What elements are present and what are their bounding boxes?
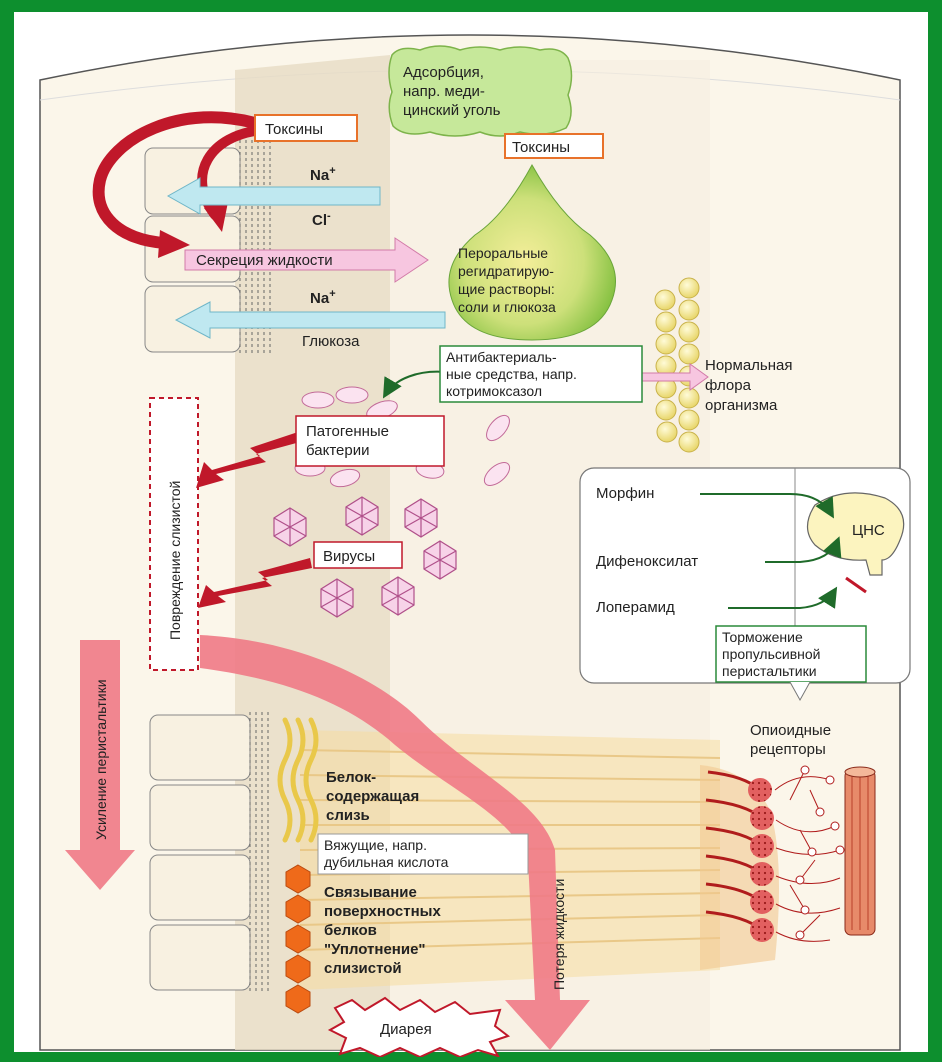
pathogenic-box	[295, 415, 445, 467]
cns-label: ЦНС	[852, 522, 885, 539]
ors-drop	[448, 163, 616, 341]
binding-line-4: "Уплотнение"	[324, 941, 426, 958]
viruses-label: Вирусы	[323, 548, 375, 565]
toxins-right-box	[504, 133, 604, 159]
loperamide-label: Лоперамид	[596, 599, 675, 616]
na-glucose-arrow	[174, 301, 446, 339]
peristalsis-increase-arrow	[65, 640, 135, 890]
adsorption-line-2: напр. меди-	[403, 83, 485, 100]
to-flora-arrow	[639, 363, 709, 391]
antibacterial-line-2: ные средства, напр.	[446, 366, 577, 382]
cl-label: Cl-	[312, 210, 331, 229]
na-top-label: Na+	[310, 165, 336, 184]
antibacterial-line-3: котримоксазол	[446, 383, 542, 399]
protein-mucus-line-3: слизь	[326, 807, 370, 824]
peristalsis-increase-label: Усиление перистальтики	[93, 679, 109, 840]
binding-line-1: Связывание	[324, 884, 417, 901]
viruses	[273, 496, 457, 618]
mucosa-damage-box	[149, 397, 199, 671]
protein-mucus-line-2: содержащая	[326, 788, 419, 805]
glucose-label: Глюкоза	[302, 333, 360, 350]
protein-mucus-line-1: Белок-	[326, 769, 376, 786]
adsorption-line-1: Адсорбция,	[403, 64, 484, 81]
antibacterial-line-1: Антибактериаль-	[446, 349, 557, 365]
astringents-line-1: Вяжущие, напр.	[324, 837, 427, 853]
toxins-right-label: Токсины	[512, 139, 570, 156]
loperamide-arrow	[728, 586, 838, 609]
inhibition-line-3: перистальтики	[722, 663, 817, 679]
na-cl-arrow	[166, 177, 381, 215]
ors-line-2: регидратирую-	[458, 263, 554, 279]
astringents-line-2: дубильная кислота	[324, 854, 449, 870]
viruses-box	[313, 541, 403, 569]
normal-flora-line-1: Нормальная	[705, 357, 793, 374]
pathogenic-line-2: бактерии	[306, 442, 369, 459]
normal-flora-line-2: флора	[705, 377, 752, 394]
inhibition-mark	[845, 576, 867, 594]
toxins-left-box	[254, 114, 358, 142]
ors-line-1: Пероральные	[458, 245, 548, 261]
binding-line-3: белков	[324, 922, 377, 939]
toxins-left-label: Токсины	[265, 121, 323, 138]
antibacterial-box	[439, 345, 643, 403]
pathogenic-line-1: Патогенные	[306, 423, 389, 440]
ors-line-3: щие растворы:	[458, 281, 555, 297]
pathogenic-bacteria	[294, 386, 511, 488]
opioid-line-1: Опиоидные	[750, 722, 831, 739]
morphine-arrow	[700, 493, 834, 519]
ors-line-4: соли и глюкоза	[458, 299, 556, 315]
antibacterial-arrow	[382, 370, 446, 399]
fluid-loss-band	[200, 635, 590, 1050]
secretion-arrow	[184, 237, 429, 283]
diarrhea-burst	[327, 996, 511, 1059]
normal-flora-line-3: организма	[705, 397, 778, 414]
diphenoxylate-arrow	[765, 536, 842, 563]
protein-mucus	[277, 717, 319, 843]
mucosa-damage-label: Повреждение слизистой	[167, 481, 183, 640]
binding-beads	[285, 864, 311, 1014]
epithelial-cells-bottom	[149, 712, 269, 992]
fluid-loss-label: Потеря жидкости	[551, 879, 567, 990]
inhibition-line-1: Торможение	[722, 629, 803, 645]
astringents-box	[317, 833, 529, 875]
morphine-label: Морфин	[596, 485, 654, 502]
diphenoxylate-label: Дифеноксилат	[596, 553, 698, 570]
binding-line-5: слизистой	[324, 960, 402, 977]
binding-line-2: поверхностных	[324, 903, 441, 920]
adsorption-line-3: цинский уголь	[403, 102, 501, 119]
secretion-label: Секреция жидкости	[196, 252, 333, 269]
damage-zigzag-arrows	[196, 432, 312, 608]
muscle-receptors	[700, 765, 876, 970]
na-bottom-label: Na+	[310, 288, 336, 307]
opioid-line-2: рецепторы	[750, 741, 826, 758]
inhibition-line-2: пропульсивной	[722, 646, 821, 662]
adsorption-box: Адсорбция, напр. меди- цинский уголь	[388, 45, 573, 137]
diarrhea-label: Диарея	[380, 1021, 432, 1038]
